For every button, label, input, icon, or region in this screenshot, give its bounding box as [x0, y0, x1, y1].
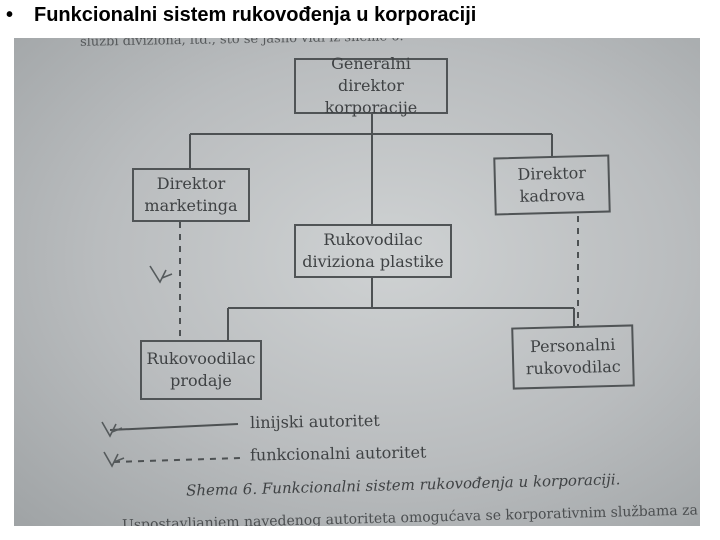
marketing-line-1: Direktor: [156, 174, 226, 193]
marketing-director-box: Direktor marketinga: [132, 168, 250, 222]
bullet-point: •: [6, 4, 14, 26]
ceo-line-1: Generalni direktor: [331, 54, 411, 95]
marketing-line-2: marketinga: [144, 196, 238, 215]
legend-functional-authority-label: funkcionalni autoritet: [249, 442, 427, 465]
division-line-2: diviziona plastike: [302, 252, 444, 271]
org-chart-photo: službi diviziona, itd., što se jasno vid…: [14, 38, 700, 526]
legend-solid-line: [109, 423, 239, 431]
legend-check-dashed-icon: [103, 451, 125, 468]
hr-line-2: kadrova: [519, 185, 586, 206]
legend-dashed-line: [113, 457, 241, 463]
slide-title: • Funkcionalni sistem rukovođenja u korpo…: [6, 4, 706, 34]
personnel-manager-box: Personalni rukovodilac: [511, 324, 635, 390]
legend-line-authority-label: linijski autoritet: [249, 410, 380, 433]
division-head-box: Rukovodilac diviziona plastike: [294, 224, 452, 278]
personnel-line-2: rukovodilac: [525, 356, 621, 379]
ceo-line-2: korporacije: [324, 98, 418, 117]
division-line-1: Rukovodilac: [323, 230, 423, 249]
check-mark-icon: [149, 265, 173, 284]
sales-manager-box: Rukovoodilac prodaje: [140, 340, 262, 400]
connector-lines: [101, 114, 579, 468]
ceo-box: Generalni direktor korporacije: [294, 54, 448, 117]
sales-line-2: prodaje: [170, 371, 232, 390]
slide-title-text: Funkcionalni sistem rukovođenja u korpor…: [34, 4, 477, 26]
sales-line-1: Rukovoodilac: [146, 349, 256, 368]
hr-line-1: Direktor: [517, 163, 587, 184]
hr-director-box: Direktor kadrova: [493, 154, 611, 216]
personnel-line-1: Personalni: [529, 334, 616, 357]
legend-check-solid-icon: [101, 421, 123, 438]
